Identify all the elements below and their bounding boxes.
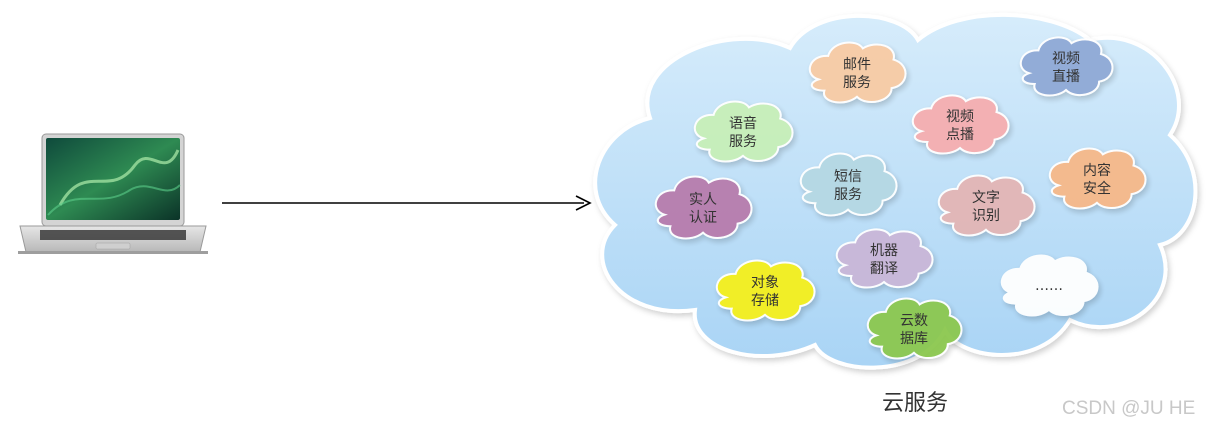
service-label-line2: …… xyxy=(1035,278,1063,294)
service-label-line2: 翻译 xyxy=(870,261,898,277)
service-label-line1: 机器 xyxy=(870,243,898,259)
request-arrow xyxy=(222,195,592,211)
watermark-label: CSDN @JU HE xyxy=(1062,398,1195,419)
service-label-line2: 服务 xyxy=(729,134,757,150)
service-label-line1: 内容 xyxy=(1083,162,1111,179)
service-label-line1: 短信 xyxy=(834,169,862,185)
service-label-line2: 服务 xyxy=(834,187,862,203)
service-label-line1: 对象 xyxy=(751,275,779,291)
service-label-line1: 云数 xyxy=(900,313,928,329)
service-label-line2: 识别 xyxy=(972,208,1000,224)
service-label-line1: 文字 xyxy=(972,190,1000,206)
service-cloud-shape xyxy=(1048,147,1147,210)
service-label-line2: 认证 xyxy=(689,210,717,226)
service-cloud-shape xyxy=(835,228,934,289)
service-cloud-shape xyxy=(799,152,898,217)
service-clouds: 邮件服务视频直播语音服务视频点播短信服务内容安全实人认证文字识别机器翻译……对象… xyxy=(654,36,1147,360)
service-label-line1: 视频 xyxy=(1052,51,1080,67)
service-cloud-shape xyxy=(715,259,816,322)
service-cloud-shape xyxy=(654,175,753,240)
service-label-line2: 存储 xyxy=(751,293,779,309)
service-cloud-shape xyxy=(693,100,794,163)
service-label-line2: 服务 xyxy=(843,75,871,91)
service-label-line2: 据库 xyxy=(900,331,928,347)
laptop-icon xyxy=(18,133,208,254)
service-label-line1: 视频 xyxy=(946,109,974,125)
service-cloud-shape xyxy=(1019,36,1114,97)
service-cloud-shape xyxy=(937,174,1036,237)
service-label-line1: 实人 xyxy=(689,192,717,208)
service-label-line2: 安全 xyxy=(1083,180,1111,197)
service-cloud-shape xyxy=(1000,254,1099,317)
service-label-line2: 直播 xyxy=(1052,68,1080,85)
service-label-line1: 邮件 xyxy=(843,57,871,73)
service-cloud-shape xyxy=(808,41,907,104)
service-cloud: …… xyxy=(1000,254,1099,317)
service-label-line2: 点播 xyxy=(946,127,974,143)
service-cloud-shape xyxy=(911,94,1010,155)
caption-label: 云服务 xyxy=(882,391,948,416)
service-label-line1: 语音 xyxy=(729,115,757,132)
service-cloud-shape xyxy=(866,297,963,360)
